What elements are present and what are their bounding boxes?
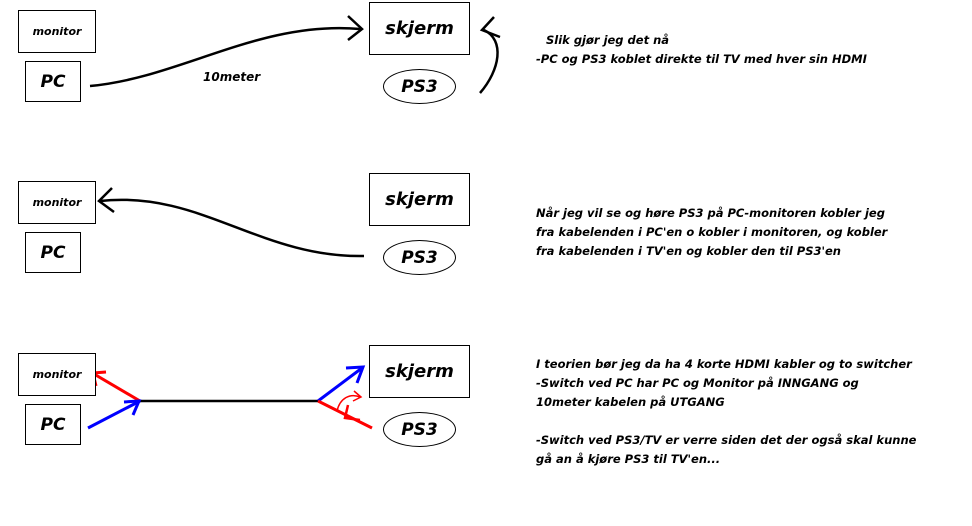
note-line: fra kabelenden i TV'en og kobler den til…	[536, 244, 841, 258]
monitor-box: monitor	[18, 181, 96, 224]
skjerm-label: skjerm	[385, 189, 454, 210]
cable-ps3-to-monitor	[99, 198, 365, 258]
arrowhead-skjerm	[347, 15, 364, 41]
switch-pc-input-from-pc	[87, 399, 141, 430]
arrowhead-skjerm-ps3	[479, 16, 501, 39]
ps3-ellipse: PS3	[383, 240, 456, 275]
monitor-label: monitor	[32, 25, 82, 38]
skjerm-box: skjerm	[369, 2, 470, 55]
skjerm-box: skjerm	[369, 345, 470, 398]
pc-box: PC	[25, 404, 81, 445]
note-line: I teorien bør jeg da ha 4 korte HDMI kab…	[536, 357, 912, 371]
ps3-ellipse: PS3	[383, 69, 456, 104]
switch-tv-output-to-skjerm	[317, 366, 363, 403]
ps3-label: PS3	[401, 247, 438, 268]
cable-length-label: 10meter	[203, 70, 261, 84]
monitor-label: monitor	[32, 196, 82, 209]
ps3-label: PS3	[401, 76, 438, 97]
note-scene3: I teorien bør jeg da ha 4 korte HDMI kab…	[536, 355, 916, 469]
skjerm-label: skjerm	[385, 18, 454, 39]
skjerm-box: skjerm	[369, 173, 470, 226]
note-line: gå an å kjøre PS3 til TV'en...	[536, 452, 721, 466]
switch-tv-ps3-to-skjerm-curve	[336, 394, 361, 412]
pc-label: PC	[40, 242, 66, 263]
note-line: Når jeg vil se og høre PS3 på PC-monitor…	[536, 206, 885, 220]
note-line: 10meter kabelen på UTGANG	[536, 395, 725, 409]
note-line: Slik gjør jeg det nå	[546, 33, 670, 47]
monitor-box: monitor	[18, 10, 96, 53]
note-line: -Switch ved PS3/TV er verre siden det de…	[536, 433, 917, 447]
note-line: fra kabelenden i PC'en o kobler i monito…	[536, 225, 888, 239]
cable-pc-to-skjerm	[89, 26, 361, 88]
pc-label: PC	[40, 414, 66, 435]
skjerm-label: skjerm	[385, 361, 454, 382]
cable-ps3-to-skjerm	[479, 28, 499, 94]
note-scene1: Slik gjør jeg det nå -PC og PS3 koblet d…	[536, 31, 867, 69]
monitor-box: monitor	[18, 353, 96, 396]
note-line: -PC og PS3 koblet direkte til TV med hve…	[536, 52, 867, 66]
note-line	[536, 412, 916, 431]
monitor-label: monitor	[32, 368, 82, 381]
pc-label: PC	[40, 71, 66, 92]
note-line: -Switch ved PC har PC og Monitor på INNG…	[536, 376, 859, 390]
arrowhead-monitor	[97, 187, 115, 214]
switch-pc-output-to-monitor	[93, 372, 141, 403]
ps3-label: PS3	[401, 419, 438, 440]
note-scene2: Når jeg vil se og høre PS3 på PC-monitor…	[536, 204, 887, 261]
pc-box: PC	[25, 232, 81, 273]
ps3-ellipse: PS3	[383, 412, 456, 447]
pc-box: PC	[25, 61, 81, 102]
